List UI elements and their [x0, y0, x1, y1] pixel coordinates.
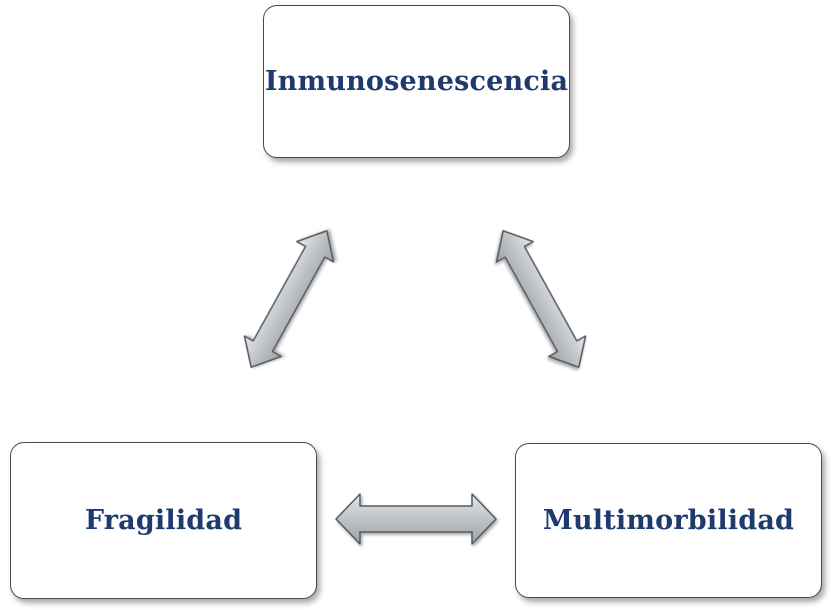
- arrow-left-right: [335, 493, 497, 545]
- node-inmunosenescencia: Inmunosenescencia: [263, 5, 570, 158]
- node-multimorbilidad: Multimorbilidad: [515, 443, 822, 598]
- arrow-top-left: [243, 230, 335, 368]
- node-label: Multimorbilidad: [542, 505, 795, 536]
- arrow-top-right: [495, 230, 587, 368]
- node-label: Inmunosenescencia: [264, 66, 569, 97]
- node-label: Fragilidad: [84, 505, 243, 536]
- node-fragilidad: Fragilidad: [10, 442, 317, 599]
